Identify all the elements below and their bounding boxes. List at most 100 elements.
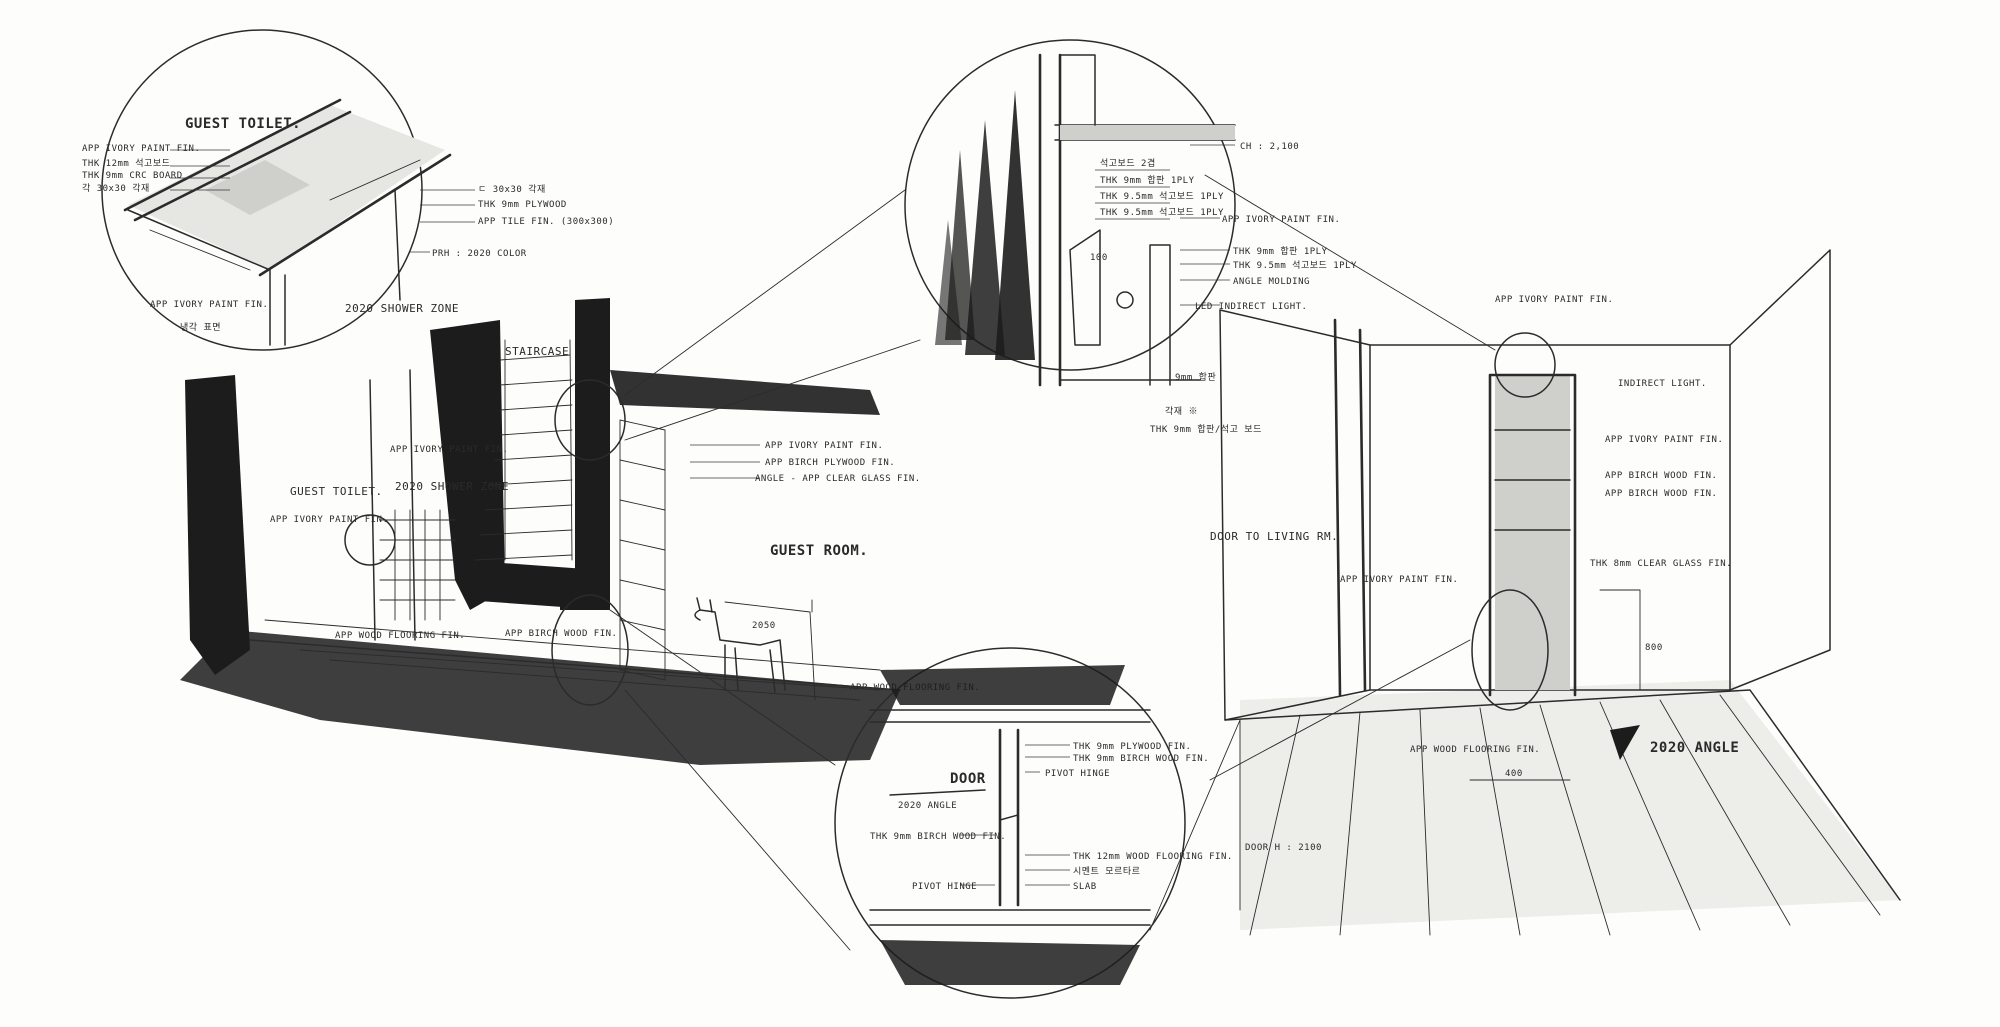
zoom-connector-upper	[624, 189, 921, 441]
inset-slab-wash	[1060, 125, 1235, 140]
label-birch-2: APP BIRCH WOOD FIN.	[1605, 489, 1717, 499]
label-door-hinge: PIVOT HINGE	[1045, 769, 1110, 779]
label-light-misc1: 각재 ※	[1165, 405, 1198, 417]
stair-leaders	[690, 444, 760, 479]
charcoal-stair-base	[460, 560, 605, 610]
label-toilet-paint: APP IVORY PAINT FIN.	[270, 515, 388, 525]
inset-door-ceiling-mass	[880, 665, 1125, 705]
dog-sketch	[694, 597, 786, 693]
charcoal-wall-left	[185, 375, 250, 675]
label-indirect-light: INDIRECT LIGHT.	[1618, 379, 1707, 389]
inset-circle-light	[904, 39, 1236, 371]
inset-door-leaf	[998, 728, 1020, 907]
label-door-to-living: DOOR TO LIVING RM.	[1210, 530, 1338, 543]
inset-door-split	[999, 814, 1019, 821]
inset-light-cove	[1149, 244, 1171, 386]
label-birch-fin: APP BIRCH WOOD FIN.	[505, 629, 617, 639]
inset-ceiling-edges	[123, 98, 452, 277]
label-light-thk-a: THK 9mm 합판 1PLY	[1233, 246, 1328, 257]
label-door-birch2: THK 9mm BIRCH WOOD FIN.	[870, 832, 1006, 842]
inset-door-ceiling-lines	[869, 709, 1151, 723]
label-stair-ivory: APP IVORY PAINT FIN.	[390, 445, 508, 455]
label-light-misc2: THK 9mm 합판/석고 보드	[1150, 424, 1262, 435]
inset-door-floor-mass	[880, 940, 1140, 985]
label-spec-thk-board: THK 12mm 석고보드	[82, 158, 170, 169]
inset-leaders-right	[410, 189, 475, 253]
label-door-angle: 2020 ANGLE	[898, 801, 957, 811]
right-perspective: APP IVORY PAINT FIN. INDIRECT LIGHT. APP…	[1149, 174, 1901, 936]
shelf-boards	[1494, 429, 1571, 531]
label-led-light: LED INDIRECT LIGHT.	[1195, 302, 1307, 312]
label-guest-toilet-title: GUEST TOILET.	[185, 116, 301, 132]
label-spec-misc: 각 30x30 각재	[82, 182, 150, 194]
inset-column	[1038, 53, 1062, 387]
label-birch-1: APP BIRCH WOOD FIN.	[1605, 471, 1717, 481]
label-spec-color: PRH : 2020 COLOR	[432, 249, 527, 259]
stair-glass-shelves	[619, 419, 666, 681]
inset-door-leaders-right	[1025, 744, 1070, 773]
zoom-connector-lower	[609, 609, 851, 951]
label-door-birch: THK 9mm BIRCH WOOD FIN.	[1073, 754, 1209, 764]
label-door: DOOR	[950, 771, 986, 787]
label-spec-partition: 냉각 표면	[180, 321, 221, 333]
label-door-pivot: PIVOT HINGE	[912, 882, 977, 892]
label-wood-fin-a: APP WOOD FLOORING FIN.	[335, 631, 465, 641]
label-room-ivory: APP IVORY PAINT FIN.	[1605, 435, 1723, 445]
shower-wall-edge	[409, 369, 416, 641]
ceiling-detail-marker	[1494, 332, 1556, 398]
label-guest-toilet-side: GUEST TOILET.	[290, 485, 383, 498]
label-spec-thk-9mm: THK 9mm CRC BOARD	[82, 171, 183, 181]
inset-curtain-box	[1069, 229, 1101, 346]
label-door-slab: SLAB	[1073, 882, 1097, 892]
label-dim-100: 100	[1090, 253, 1108, 263]
shower-tile-grid	[379, 509, 456, 621]
label-stair-glass: ANGLE - APP CLEAR GLASS FIN.	[755, 474, 921, 484]
floor-edge-line	[249, 639, 901, 691]
label-dim-400: 400	[1505, 769, 1523, 779]
inset-light-leaders-left	[1095, 169, 1170, 220]
right-zoom-connectors	[1204, 174, 1496, 781]
label-light-thk-b: THK 9.5mm 석고보드 1PLY	[1233, 260, 1357, 271]
label-light-ivory: APP IVORY PAINT FIN.	[1222, 215, 1340, 225]
label-glass-fin: THK 8mm CLEAR GLASS FIN.	[1590, 559, 1732, 569]
inset-door-floor-lines	[869, 909, 1151, 926]
floor-board-lines	[264, 619, 881, 701]
label-light-1: 석고보드 2겹	[1100, 157, 1156, 169]
dim-800-line	[1599, 589, 1641, 691]
label-door-height: DOOR H : 2100	[1245, 843, 1322, 853]
inset-door-leaders-lower	[960, 834, 1070, 886]
charcoal-stair-core	[560, 298, 610, 610]
floor-boards	[1149, 694, 1881, 936]
label-angle-molding: ANGLE MOLDING	[1233, 277, 1310, 287]
inset-wall-edges	[127, 189, 401, 346]
inset-guest-toilet: GUEST TOILET. APP IVORY PAINT FIN. THK 1…	[82, 29, 614, 351]
label-angle-2020: 2020 ANGLE	[1650, 740, 1739, 756]
door-detail-marker	[551, 594, 629, 706]
inset-upper-wall	[1059, 54, 1096, 126]
charcoal-beam	[610, 370, 880, 415]
inset-trees	[935, 90, 1035, 360]
right-wall	[1729, 249, 1831, 691]
label-staircase: STAIRCASE	[505, 345, 569, 358]
inset-leaders-left	[170, 149, 230, 191]
label-wall-ivory: APP IVORY PAINT FIN.	[1340, 575, 1458, 585]
inset-led-fixture	[1116, 291, 1134, 309]
inset-door-arrow	[889, 789, 986, 796]
label-floor-wood: APP WOOD FLOORING FIN.	[1410, 745, 1540, 755]
label-ceiling-ch: CH : 2,100	[1240, 142, 1299, 152]
label-door-floor: THK 12mm WOOD FLOORING FIN.	[1073, 852, 1233, 862]
shelf-wash	[1495, 375, 1570, 690]
label-spec-tile: APP TILE FIN. (300x300)	[478, 217, 614, 227]
label-shower-zone-side: 2020 SHOWER ZONE	[395, 480, 509, 493]
charcoal-floor-shadow	[180, 630, 900, 765]
door-frame	[1333, 318, 1367, 697]
left-perspective: 2050 STAIRCASE APP IVORY PAINT FIN. APP …	[180, 189, 980, 951]
inset-door-detail: DOOR 2020 ANGLE THK 9mm PLYWOOD FIN. THK…	[834, 647, 1233, 999]
label-dim-800: 800	[1645, 643, 1663, 653]
label-spec-plywood: THK 9mm PLYWOOD	[478, 200, 567, 210]
label-light-3b: THK 9.5mm 석고보드 1PLY	[1100, 207, 1224, 218]
inset-ceiling-recess	[205, 160, 310, 215]
inset-light-leaders-right	[1180, 217, 1230, 306]
